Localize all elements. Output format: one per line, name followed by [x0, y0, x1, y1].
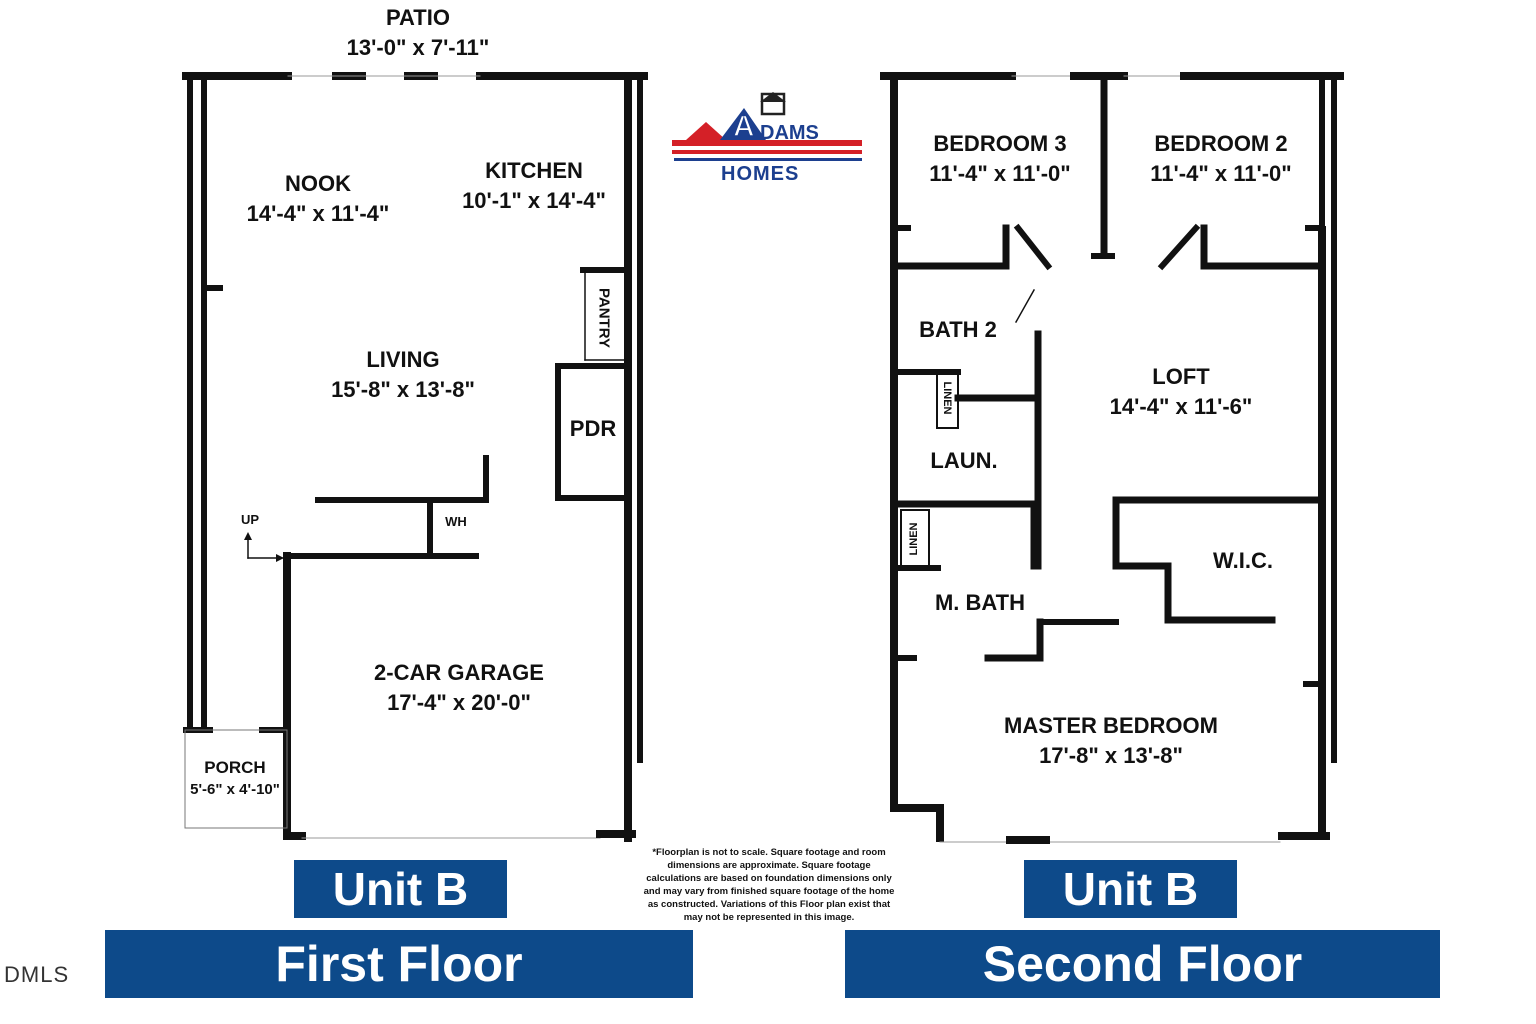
logo-stripe	[672, 140, 862, 146]
room-name: PORCH	[204, 758, 266, 777]
mls-watermark: DMLS	[4, 962, 70, 987]
logo-sub-word: HOMES	[721, 163, 800, 185]
first-floor-banner: First Floor	[105, 930, 693, 998]
garage-label: 2-CAR GARAGE 17'-4" x 20'-0"	[374, 658, 544, 718]
kitchen-label: KITCHEN 10'-1" x 14'-4"	[462, 156, 606, 216]
room-dims: 11'-4" x 11'-0"	[1150, 161, 1292, 186]
room-name: MASTER BEDROOM	[1004, 713, 1218, 738]
first-floor-unit-banner: Unit B	[294, 860, 507, 918]
door-swing	[1157, 223, 1201, 271]
room-dims: 11'-4" x 11'-0"	[929, 161, 1071, 186]
second-floor-banner: Second Floor	[845, 930, 1440, 998]
second-floor-unit-banner: Unit B	[1024, 860, 1237, 918]
first-floor-walls	[182, 72, 648, 842]
room-dims: 10'-1" x 14'-4"	[462, 188, 606, 213]
arrow-head	[244, 532, 252, 540]
bath2-label: BATH 2	[919, 317, 997, 342]
laundry-label: LAUN.	[930, 448, 998, 473]
room-dims: 13'-0" x 7'-11"	[346, 35, 490, 60]
arrow-head	[276, 554, 284, 562]
pdr-label: PDR	[569, 416, 617, 441]
wic-label: W.I.C.	[1213, 548, 1273, 573]
room-dims: 17'-8" x 13'-8"	[1039, 743, 1183, 768]
pantry-label: PANTRY	[595, 288, 613, 348]
logo-initial: A	[732, 109, 755, 144]
logo-stripe	[672, 150, 862, 154]
room-name: LOFT	[1152, 364, 1210, 389]
room-dims: 5'-6" x 4'-10"	[190, 781, 280, 798]
second-floor-walls	[880, 72, 1344, 844]
living-label: LIVING 15'-8" x 13'-8"	[331, 345, 475, 405]
disclaimer-text: *Floorplan is not to scale. Square foota…	[643, 847, 895, 923]
room-dims: 17'-4" x 20'-0"	[387, 690, 531, 715]
room-name: LIVING	[366, 347, 440, 372]
room-dims: 15'-8" x 13'-8"	[331, 377, 475, 402]
linen-label: LINEN	[908, 522, 920, 556]
room-name: NOOK	[284, 171, 351, 196]
linen-label: LINEN	[941, 381, 953, 415]
room-name: BEDROOM 3	[933, 131, 1067, 156]
equal-housing-icon-roof	[760, 92, 786, 102]
logo-brand-word: DAMS	[760, 122, 819, 144]
wh-label: WH	[445, 514, 467, 529]
patio-label: PATIO 13'-0" x 7'-11"	[347, 3, 490, 63]
room-dims: 14'-4" x 11'-4"	[246, 201, 390, 226]
nook-label: NOOK 14'-4" x 11'-4"	[247, 169, 390, 229]
porch-outline	[184, 729, 288, 829]
porch-label: PORCH 5'-6" x 4'-10"	[190, 757, 280, 801]
door-swing	[1013, 223, 1053, 271]
room-name: PATIO	[386, 5, 450, 30]
master-bedroom-label: MASTER BEDROOM 17'-8" x 13'-8"	[1004, 711, 1218, 771]
room-dims: 14'-4" x 11'-6"	[1109, 394, 1253, 419]
logo-roof	[686, 122, 726, 140]
room-name: 2-CAR GARAGE	[374, 660, 544, 685]
master-bath-label: M. BATH	[934, 590, 1026, 615]
door-swing	[1014, 288, 1036, 324]
adams-homes-logo	[672, 92, 862, 161]
up-label: UP	[240, 512, 260, 527]
loft-label: LOFT 14'-4" x 11'-6"	[1110, 362, 1253, 422]
logo-stripe	[674, 158, 862, 161]
room-name: KITCHEN	[485, 158, 583, 183]
bedroom2-label: BEDROOM 2 11'-4" x 11'-0"	[1150, 129, 1291, 189]
room-name: BEDROOM 2	[1154, 131, 1288, 156]
bedroom3-label: BEDROOM 3 11'-4" x 11'-0"	[929, 129, 1070, 189]
logo-a-mark	[720, 108, 766, 140]
